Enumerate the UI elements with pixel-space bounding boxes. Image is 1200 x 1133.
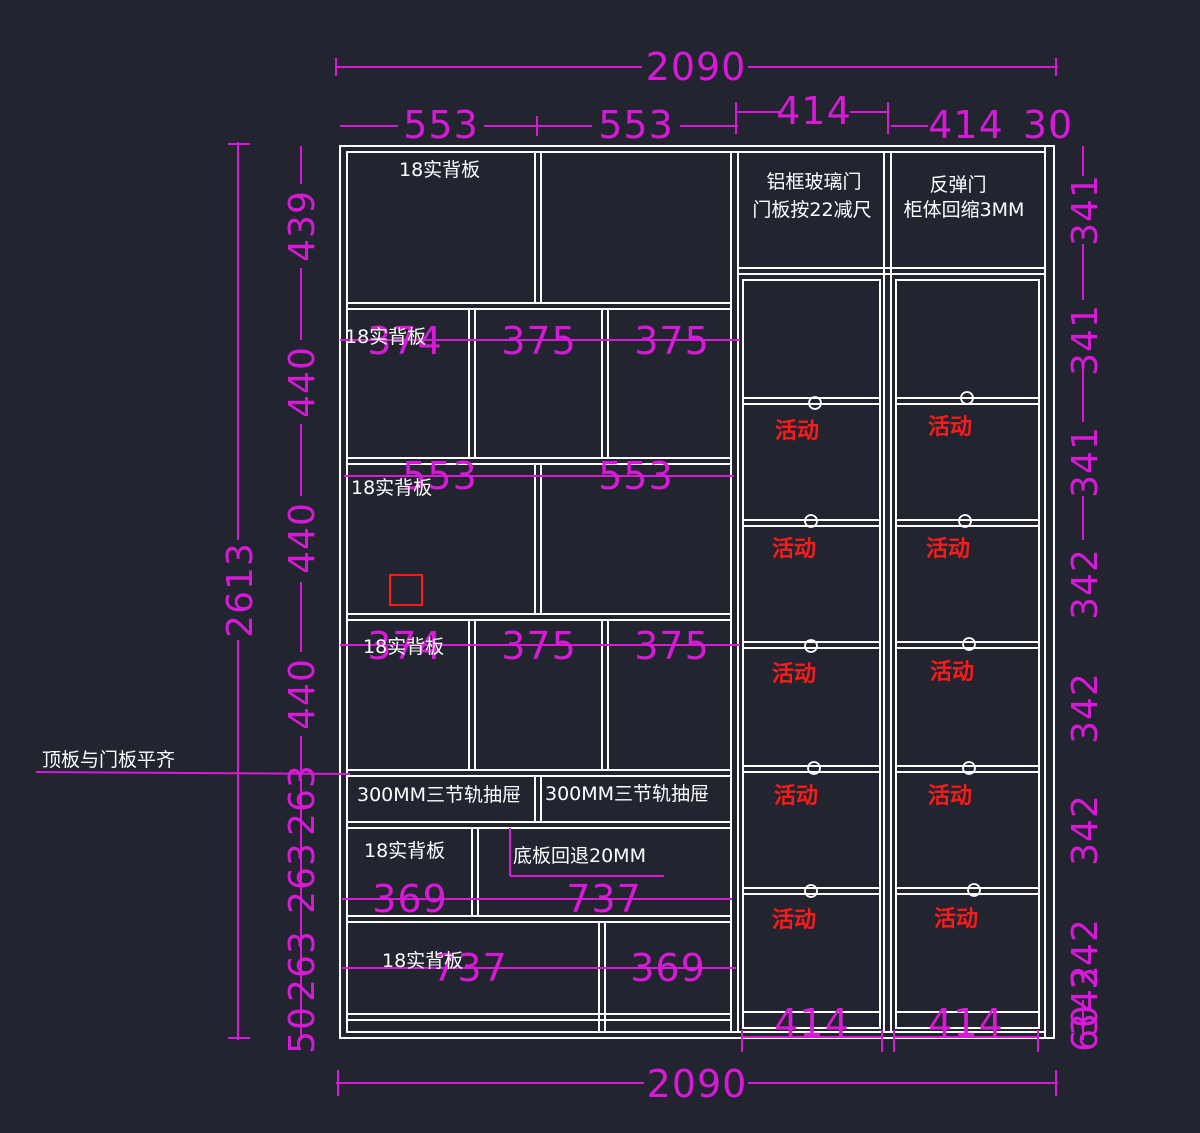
dim-row2-b: 375 (501, 319, 577, 363)
shelf-pin-hole (962, 761, 976, 775)
note-back-panel: 18实背板 (363, 636, 444, 658)
adjustable-shelf-labels: 活动 活动 活动 活动 活动 活动 活动 活动 活动 活动 (772, 415, 978, 933)
dim-right-h2: 341 (1065, 304, 1106, 376)
dim-bottom-r2: 414 (928, 1001, 1004, 1045)
note-cabinet-recess: 柜体回缩3MM (904, 199, 1025, 221)
annotation-notes: 18实背板 18实背板 18实背板 18实背板 18实背板 18实背板 铝框玻璃… (42, 159, 1024, 972)
shelf-pin-hole (960, 391, 974, 405)
dim-left-h8: 50 (282, 1006, 323, 1054)
dim-top-w2: 553 (598, 103, 674, 147)
dimension-texts: 2090 553 553 414 414 30 2090 414 414 374… (220, 45, 1106, 1106)
note-door-reduction: 门板按22减尺 (752, 199, 871, 221)
dim-top-w1: 553 (403, 103, 479, 147)
dim-height-total: 2613 (220, 542, 261, 638)
shelf-pin-hole (804, 639, 818, 653)
dim-top-w3: 414 (776, 89, 852, 133)
note-back-panel: 18实背板 (399, 159, 480, 181)
dim-left-h7: 263 (282, 930, 323, 1002)
shelf-pin-hole (958, 514, 972, 528)
dim-right-h5: 342 (1065, 672, 1106, 744)
adjustable-shelf-label: 活动 (930, 660, 974, 685)
shelf-pin-hole (962, 637, 976, 651)
dim-top-w4: 414 (928, 103, 1004, 147)
dim-right-h6: 342 (1065, 794, 1106, 866)
dim-bottom-total: 2090 (647, 1062, 748, 1106)
note-back-panel: 18实背板 (351, 477, 432, 499)
dim-top-total: 2090 (646, 45, 747, 89)
note-top-flush: 顶板与门板平齐 (42, 749, 175, 771)
adjustable-shelf-label: 活动 (928, 784, 972, 809)
cabinet-outline (339, 145, 1055, 1039)
dim-row3-a: 553 (402, 454, 478, 498)
dim-left-h3: 440 (282, 502, 323, 574)
dim-row4-a: 374 (367, 624, 443, 668)
dim-row7-b: 369 (630, 946, 706, 990)
adjustable-shelf-label: 活动 (772, 662, 816, 687)
adjustable-shelf-label: 活动 (775, 419, 819, 444)
adjustable-shelf-label: 活动 (926, 537, 970, 562)
adjustable-shelf-label: 活动 (772, 908, 816, 933)
shelf-pin-hole (804, 514, 818, 528)
dim-right-h1: 341 (1065, 174, 1106, 246)
dim-left-h6: 263 (282, 842, 323, 914)
adjustable-shelf-label: 活动 (772, 537, 816, 562)
note-glass-door: 铝框玻璃门 (766, 171, 861, 193)
dim-right-h7: 342 (1065, 918, 1106, 990)
note-drawer: 300MM三节轨抽屉 (545, 783, 709, 805)
note-back-panel: 18实背板 (345, 326, 426, 348)
marker-square (389, 574, 423, 606)
dim-right-h3: 341 (1065, 426, 1106, 498)
adjustable-shelf-label: 活动 (774, 784, 818, 809)
note-bottom-recess: 底板回退20MM (513, 845, 646, 867)
dim-row7-a: 737 (432, 946, 508, 990)
left-section-panels (347, 152, 892, 1032)
dim-bottom-r1: 414 (774, 1001, 850, 1045)
dim-right-h4: 342 (1065, 548, 1106, 620)
dim-row2-a: 374 (367, 319, 443, 363)
dim-top-w5: 30 (1023, 103, 1073, 147)
shelf-pin-hole (807, 761, 821, 775)
dim-right-h8: 342 (1065, 964, 1106, 1036)
note-drawer: 300MM三节轨抽屉 (357, 784, 521, 806)
adjustable-shelf-label: 活动 (928, 415, 972, 440)
dim-row4-b: 375 (501, 624, 577, 668)
dim-left-h1: 439 (282, 190, 323, 262)
dim-row6-b: 737 (566, 877, 642, 921)
dim-row3-b: 553 (598, 454, 674, 498)
shelf-pin-hole (804, 884, 818, 898)
note-push-door: 反弹门 (929, 174, 986, 196)
dim-left-h4: 440 (282, 658, 323, 730)
note-back-panel: 18实背板 (364, 840, 445, 862)
dim-left-h2: 440 (282, 346, 323, 418)
dim-row6-a: 369 (372, 877, 448, 921)
right-section-panels (738, 267, 1045, 1029)
dimension-lines (35, 58, 1084, 1096)
dim-row2-c: 375 (634, 319, 710, 363)
shelf-pin-hole (808, 396, 822, 410)
adjustable-shelf-label: 活动 (934, 907, 978, 932)
dim-row4-c: 375 (634, 624, 710, 668)
shelf-pin-hole (967, 883, 981, 897)
dim-right-h9: 60 (1065, 1004, 1106, 1052)
dim-left-h5: 263 (282, 764, 323, 836)
note-back-panel: 18实背板 (382, 950, 463, 972)
